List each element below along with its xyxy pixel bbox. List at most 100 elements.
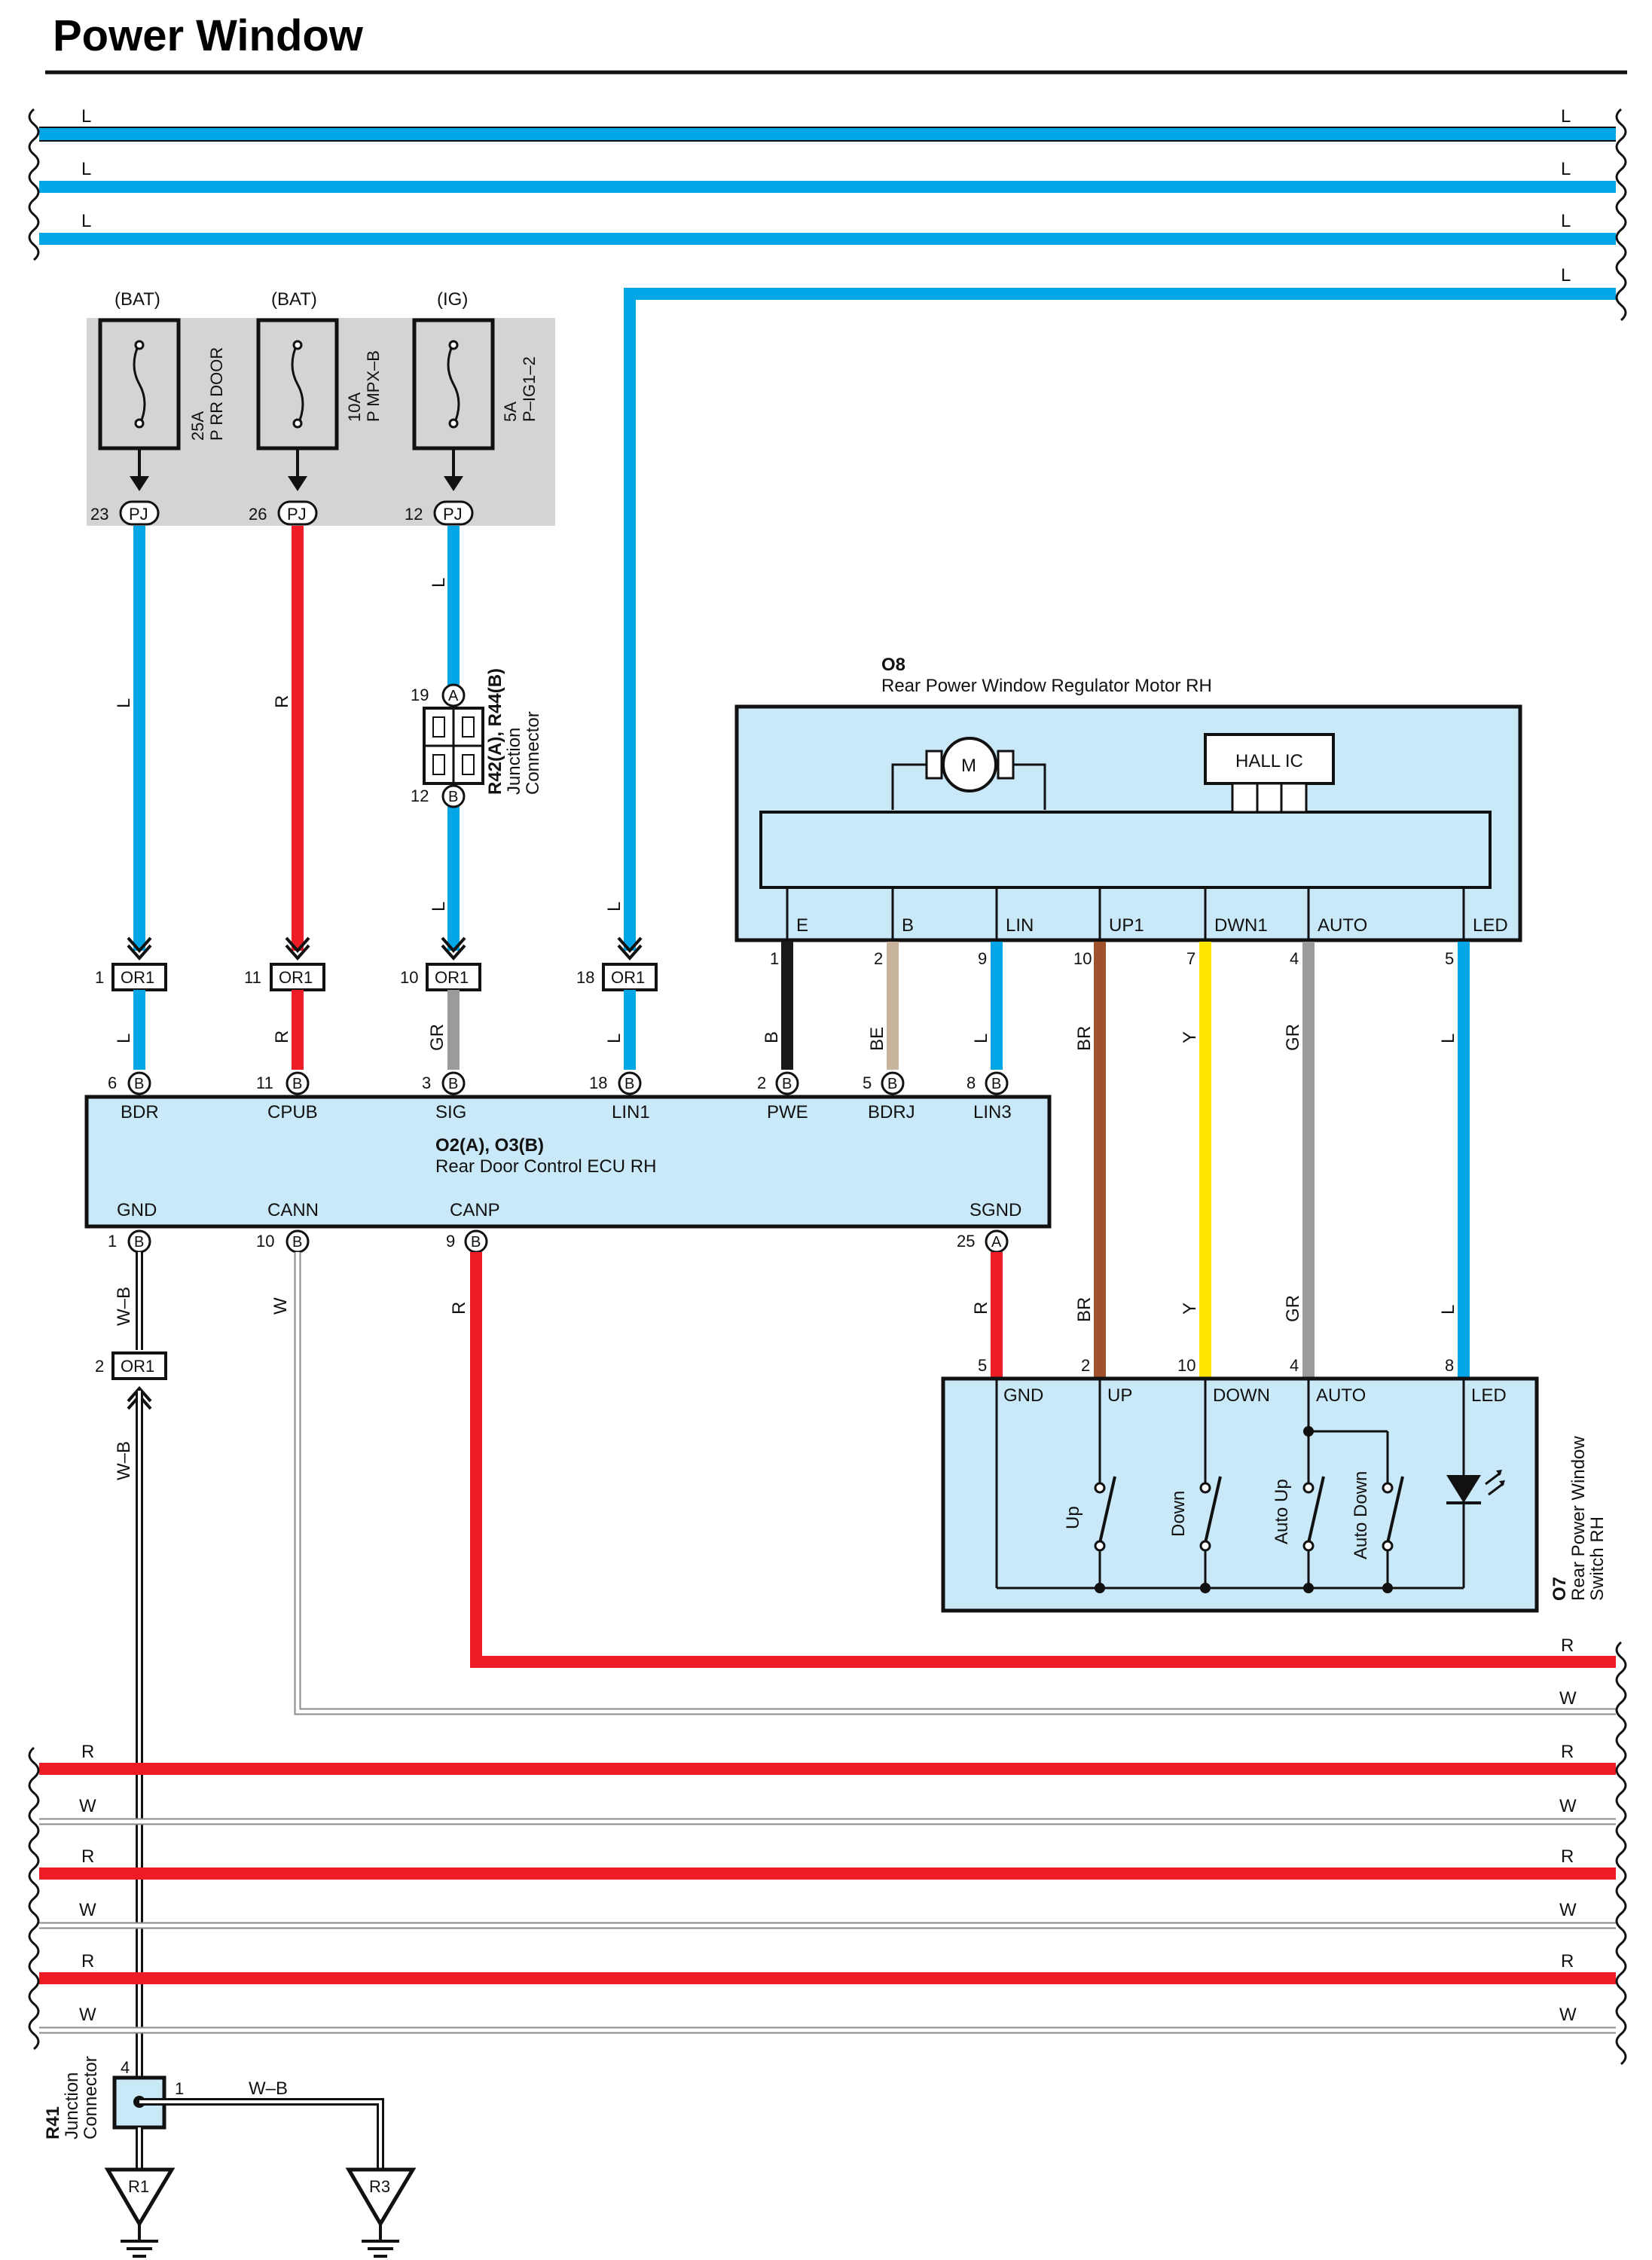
ecu-pin-sgnd: 25 [957,1232,975,1251]
top-bus-label-left-1: L [81,106,91,127]
ecu-pin-bdrj: 5 [863,1074,872,1092]
fuse-3-rating: 5A [501,402,520,422]
bottom-bus-r-3: R R [39,1951,1616,1984]
wire-label-sgnd: R [971,1302,991,1315]
ground-r3-label: R3 [369,2177,390,2196]
or1-connector-lower: OR1 2 [95,1351,167,1410]
ecu-bottom-pins: B 1 B 10 B 9 A 25 [108,1229,1009,1254]
wire-label-auto-lower: GR [1283,1295,1303,1322]
ecu-pin-cann: 10 [256,1232,274,1251]
ecu-tag-pwe: B [782,1076,792,1092]
top-bus-label-left-3: L [81,211,91,231]
or1-connector-18: OR1 18 [576,936,658,991]
ecu-bottom-wires: W–B W R R W R [114,1252,1616,1715]
ecu-pin-lin1: 18 [589,1074,607,1092]
switch-label-auto-up: Auto Up [1272,1479,1292,1544]
bottom-bus: R R W W R R W W R [28,1641,1627,2066]
can-bus-label-r: R [1561,1635,1574,1656]
fuse-p-mpx-b: 10A P MPX–B [256,318,383,491]
wire-label-pwe: B [762,1031,782,1043]
r41-pin-in: 4 [121,2058,130,2077]
bottom-bus-r-1: R R [39,1742,1616,1775]
ecu-pin-bdr: 6 [108,1074,117,1092]
break-mark-right-top [1615,108,1627,322]
motor-terminal-b: B [902,915,914,936]
or1-label-3: OR1 [435,968,469,987]
switch-terminal-auto: AUTO [1316,1385,1366,1406]
switch-name-1: Rear Power Window [1568,1436,1589,1601]
or1-pin-1: 1 [95,968,104,987]
r41-name-1: Junction [62,2072,82,2139]
bottom-bus-label-right-3: R [1561,1846,1574,1867]
wire-label-lin1: L [604,902,624,912]
wire-label-cpub: R [272,695,292,708]
wire-label-dwn1-upper: Y [1180,1031,1200,1043]
fuse-3-name: P–IG1–2 [520,356,539,422]
bottom-bus-w-2: W W [39,1900,1616,1929]
wire-label-dwn1-lower: Y [1180,1303,1200,1315]
fuse-p-ig1-2: 5A P–IG1–2 [412,318,539,491]
or1-lower-label: OR1 [121,1357,154,1376]
ecu-terminal-cpub: CPUB [267,1102,318,1122]
bottom-bus-label-right-6: W [1559,2005,1577,2025]
fuse-source-3: (IG) [437,289,468,310]
fuse-block: (BAT) (BAT) (IG) 25A P RR DOOR [87,289,555,526]
fuse-2-rating: 10A [345,392,364,422]
r42-code: R42(A), R44(B) [485,668,505,795]
ecu-pin-canp: 9 [446,1232,455,1251]
or1-lower-pin: 2 [95,1357,104,1376]
ecu-tag-bdr: B [134,1076,144,1092]
r41-wire-out: W–B [249,2078,288,2099]
ground-r1: R1 [104,2167,176,2258]
r41-pin-out: 1 [175,2079,184,2098]
fuse-1-name: P RR DOOR [207,347,226,441]
junction-connector-r41: 4 1 W–B R41 Junction Connector [43,2056,384,2170]
pj-connector-12: PJ 12 [405,500,474,526]
ground-r3: R3 [345,2167,417,2258]
pj-label-3: PJ [443,505,463,524]
bottom-bus-label-right-1: R [1561,1742,1574,1762]
or1-label-1: OR1 [121,968,154,987]
bottom-bus-label-left-4: W [79,1900,96,1920]
pj-label-1: PJ [129,505,148,524]
ecu-name: Rear Door Control ECU RH [435,1156,656,1177]
switch-terminal-up: UP [1107,1385,1132,1406]
switch-pin-led: 8 [1445,1356,1454,1375]
or1-row: OR1 1 OR1 11 OR1 10 OR1 18 [95,936,658,991]
switch-terminal-gnd: GND [1003,1385,1043,1406]
top-bus-label-right-4: L [1561,265,1571,286]
motor-pin-e: 1 [770,949,779,968]
fuse-source-2: (BAT) [271,289,317,310]
switch-pin-auto: 4 [1290,1356,1299,1375]
led-icon [1446,1470,1505,1504]
page-title: Power Window [53,11,363,60]
break-mark-right-bottom [1615,1641,1627,2066]
or1-to-ecu-wires: L R GR L [114,990,636,1070]
or1-pin-18: 18 [576,968,594,987]
bottom-bus-w-1: W W [39,1796,1616,1825]
or1-label-2: OR1 [279,968,313,987]
pj-pin-12: 12 [405,505,423,524]
switch-down-contact: Down [1168,1409,1222,1593]
wire-label-bdr-lower: L [114,1034,134,1043]
top-bus-line-2: L L [39,159,1616,193]
top-bus-label-right-2: L [1561,159,1571,179]
ecu-pin-pwe: 2 [757,1074,766,1092]
top-bus-line-3: L L [39,211,1616,245]
ecu-terminal-cann: CANN [267,1200,319,1220]
wire-label-canp: R [449,1302,469,1315]
ecu-pin-gnd: 1 [108,1232,117,1251]
r42-pin-bottom: 12 [411,786,429,805]
pj-label-2: PJ [287,505,307,524]
motor-terminal-up1: UP1 [1109,915,1144,936]
wire-label-sig-mid: L [429,902,449,912]
or1-connector-1: OR1 1 [95,936,167,991]
ecu-tag-lin3: B [991,1076,1001,1092]
motor-pin-b: 2 [874,949,883,968]
wire-label-lin3: L [971,1034,991,1043]
ecu-tag-cpub: B [292,1076,302,1092]
motor-terminal-led: LED [1473,915,1508,936]
wire-label-cpub-lower: R [272,1031,292,1043]
